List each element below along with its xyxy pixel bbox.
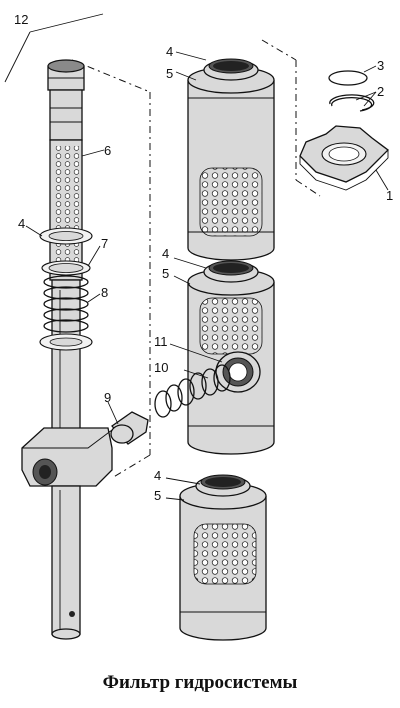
retaining-rings (328, 70, 375, 112)
label-4-top: 4 (166, 44, 173, 59)
label-3: 3 (377, 58, 384, 73)
label-5-bottom: 5 (154, 488, 161, 503)
label-10: 10 (154, 360, 168, 375)
valve-spring (154, 364, 231, 418)
label-4-tube: 4 (18, 216, 25, 231)
plug (110, 411, 149, 445)
diagram-caption: Фильтр гидросистемы (102, 672, 298, 693)
filter-element-bottom (179, 474, 267, 641)
label-4-bottom: 4 (154, 468, 161, 483)
label-12: 12 (14, 12, 28, 27)
filter-element-top (187, 58, 275, 261)
leader-lines (25, 51, 389, 501)
label-2: 2 (377, 84, 384, 99)
label-5-middle: 5 (162, 266, 169, 281)
central-tube (21, 59, 113, 640)
label-8: 8 (101, 285, 108, 300)
valve-seat (215, 351, 261, 393)
label-4-middle: 4 (162, 246, 169, 261)
assembly-axis (4, 13, 151, 479)
spider-flange (299, 125, 389, 191)
label-7: 7 (101, 236, 108, 251)
label-1: 1 (386, 188, 393, 203)
label-9: 9 (104, 390, 111, 405)
tube-seal-rings (39, 227, 93, 276)
tube-spring (39, 275, 93, 351)
label-5-top: 5 (166, 66, 173, 81)
right-dash-frame (261, 39, 321, 197)
label-6: 6 (104, 143, 111, 158)
label-11: 11 (154, 334, 168, 349)
